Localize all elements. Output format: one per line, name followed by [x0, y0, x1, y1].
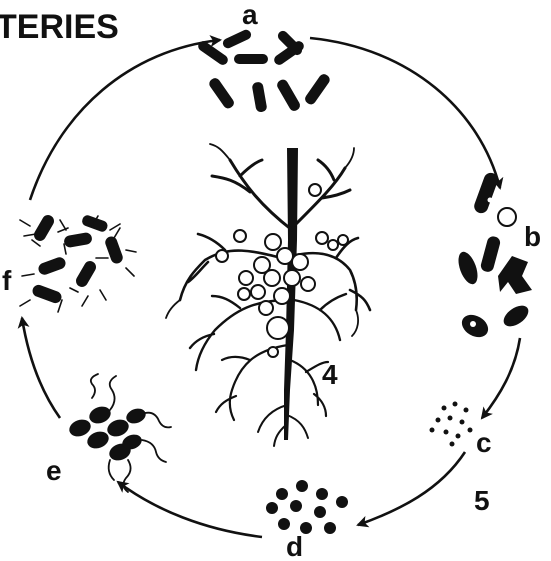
stage-f-label: f — [2, 265, 12, 296]
arrow-e-to-f — [22, 318, 60, 418]
cycle-label: 5 — [474, 485, 490, 516]
stage-e-flagellated — [67, 374, 171, 492]
arrow-f-to-a — [30, 40, 220, 200]
stage-c-label: c — [476, 427, 492, 458]
stage-d-dots — [266, 480, 348, 534]
arrow-d-to-e — [118, 482, 262, 537]
figure-title: TERIES — [0, 8, 119, 46]
stage-b-bacteroids — [455, 171, 532, 342]
root-with-nodules — [166, 144, 370, 446]
arrow-c-to-d — [358, 452, 465, 525]
cycle-arrows — [22, 38, 520, 537]
arrow-a-to-b — [310, 38, 500, 188]
stage-c-dots — [430, 402, 473, 447]
stage-e-label: e — [46, 455, 62, 486]
stage-d-label: d — [286, 531, 303, 561]
stage-a-label: a — [242, 0, 258, 30]
root-label: 4 — [322, 359, 338, 390]
arrow-b-to-c — [482, 338, 520, 418]
stage-f-rods — [20, 213, 136, 312]
stage-b-label: b — [524, 221, 541, 252]
